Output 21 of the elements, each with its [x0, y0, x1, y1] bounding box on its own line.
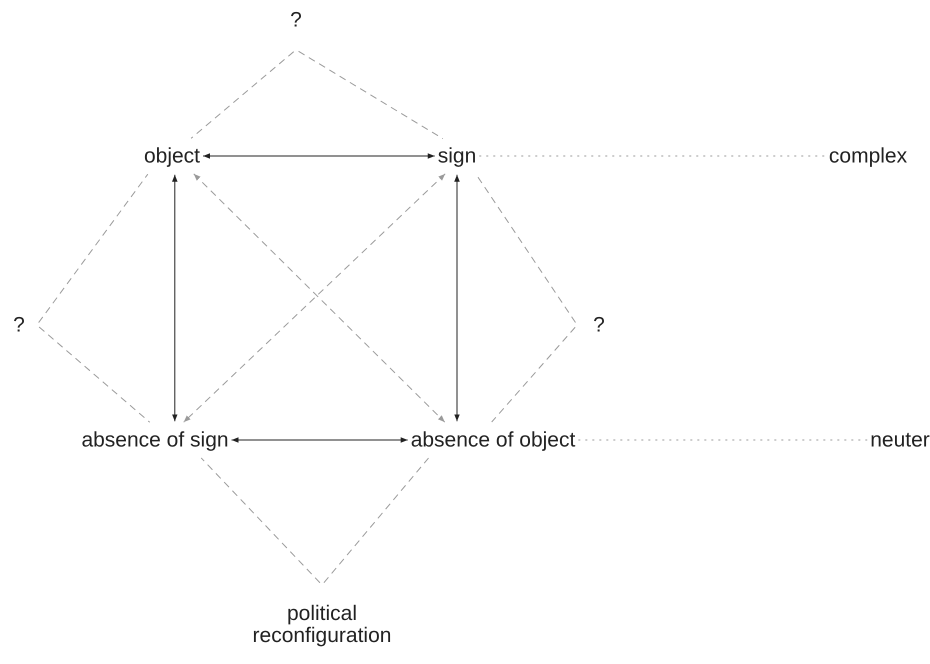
dashed-line: [190, 51, 294, 139]
node-label: sign: [438, 140, 476, 172]
arrow: [202, 153, 436, 159]
node-label: neuter: [870, 424, 930, 456]
node-label: ?: [288, 2, 304, 50]
dashed-line: [323, 458, 430, 584]
node-label: complex: [828, 140, 908, 172]
node-label: absence of sign: [81, 424, 229, 456]
dashed-line: [298, 50, 444, 140]
node-label: ?: [7, 309, 37, 341]
dashed-line: [491, 326, 576, 422]
dashed-line: [38, 174, 148, 324]
node-label: object: [144, 140, 200, 172]
arrow: [231, 437, 408, 443]
dashed-line: [200, 457, 320, 584]
node-label: political reconfiguration: [242, 584, 402, 648]
dashed-line: [38, 326, 150, 423]
arrow: [172, 174, 178, 422]
arrow: [454, 174, 460, 422]
node-label: ?: [577, 309, 607, 341]
node-label: absence of object: [410, 424, 576, 456]
